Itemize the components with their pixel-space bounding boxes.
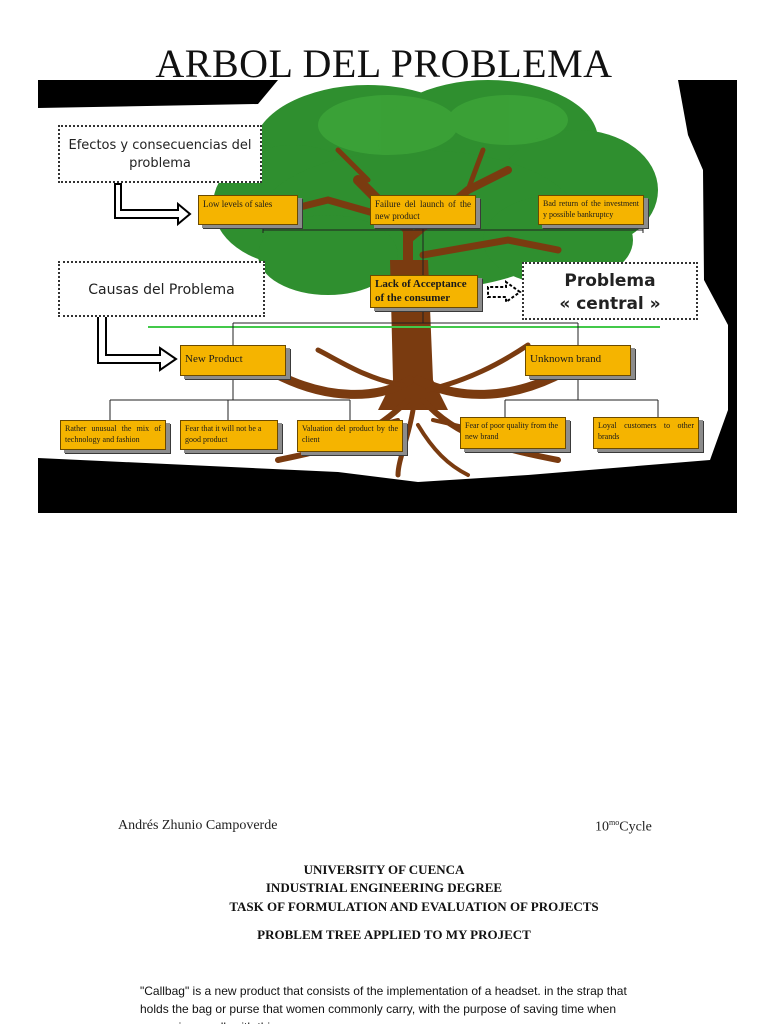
central-problem-text: Lack of Acceptance of the consumer xyxy=(375,278,467,304)
cause-text: New Product xyxy=(185,353,243,365)
author-name: Andrés Zhunio Campoverde xyxy=(118,818,278,833)
page-title: ARBOL DEL PROBLEMA xyxy=(155,41,613,86)
effect-text: Low levels of sales xyxy=(203,199,273,209)
connector-lines xyxy=(109,228,659,420)
degree-heading: INDUSTRIAL ENGINEERING DEGREE xyxy=(265,880,503,895)
cycle-sup: mo xyxy=(609,818,620,827)
effects-label-text: Efectos y consecuencias del problema xyxy=(68,138,252,171)
central-label-line1: Problema xyxy=(564,271,656,291)
subcause-text: Valuation del product by the client xyxy=(302,424,398,444)
university-heading: UNIVERSITY OF CUENCA xyxy=(303,862,465,877)
cause-box-unknown-brand: Unknown brand xyxy=(525,345,631,376)
subcause-box-fear-poor-quality: Fear of poor quality from the new brand xyxy=(460,417,566,449)
effect-box-low-sales: Low levels of sales xyxy=(198,195,298,225)
cycle-label: 10moCycle xyxy=(595,818,652,836)
effect-box-bad-return: Bad return of the investment y possible … xyxy=(538,195,644,225)
subcause-text: Fear of poor quality from the new brand xyxy=(465,421,559,441)
subcause-box-unusual-mix: Rather unusual the mix of technology and… xyxy=(60,420,166,450)
central-label-line2: « central » xyxy=(559,294,661,314)
problem-tree-subtitle: PROBLEM TREE APPLIED TO MY PROJECT xyxy=(257,927,531,942)
cycle-number: 10 xyxy=(595,819,609,835)
central-problem-box: Lack of Acceptance of the consumer xyxy=(370,275,478,308)
causes-label: Causas del Problema xyxy=(58,261,265,317)
subcause-box-fear-not-good: Fear that it will not be a good product xyxy=(180,420,278,450)
intro-paragraph: "Callbag" is a new product that consists… xyxy=(140,984,627,1024)
hollow-arrows xyxy=(97,183,522,372)
cause-box-new-product: New Product xyxy=(180,345,286,376)
subcause-text: Rather unusual the mix of technology and… xyxy=(65,424,161,444)
subcause-text: Fear that it will not be a good product xyxy=(185,424,262,444)
task-heading: TASK OF FORMULATION AND EVALUATION OF PR… xyxy=(229,899,599,914)
subcause-box-valuation: Valuation del product by the client xyxy=(297,420,403,452)
effects-label: Efectos y consecuencias del problema xyxy=(58,125,262,183)
cycle-suffix: Cycle xyxy=(619,819,652,835)
problem-tree-figure: Efectos y consecuencias del problema Cau… xyxy=(38,80,737,513)
central-problem-label: Problema « central » xyxy=(522,262,698,320)
subcause-box-loyal-customers: Loyal customers to other brands xyxy=(593,417,699,449)
subcause-text: Loyal customers to other brands xyxy=(598,421,694,441)
effect-text: Bad return of the investment y possible … xyxy=(543,199,639,219)
causes-label-text: Causas del Problema xyxy=(88,282,235,298)
effect-text: Failure del launch of the new product xyxy=(375,199,471,221)
effect-box-launch-failure: Failure del launch of the new product xyxy=(370,195,476,225)
cause-text: Unknown brand xyxy=(530,353,602,365)
